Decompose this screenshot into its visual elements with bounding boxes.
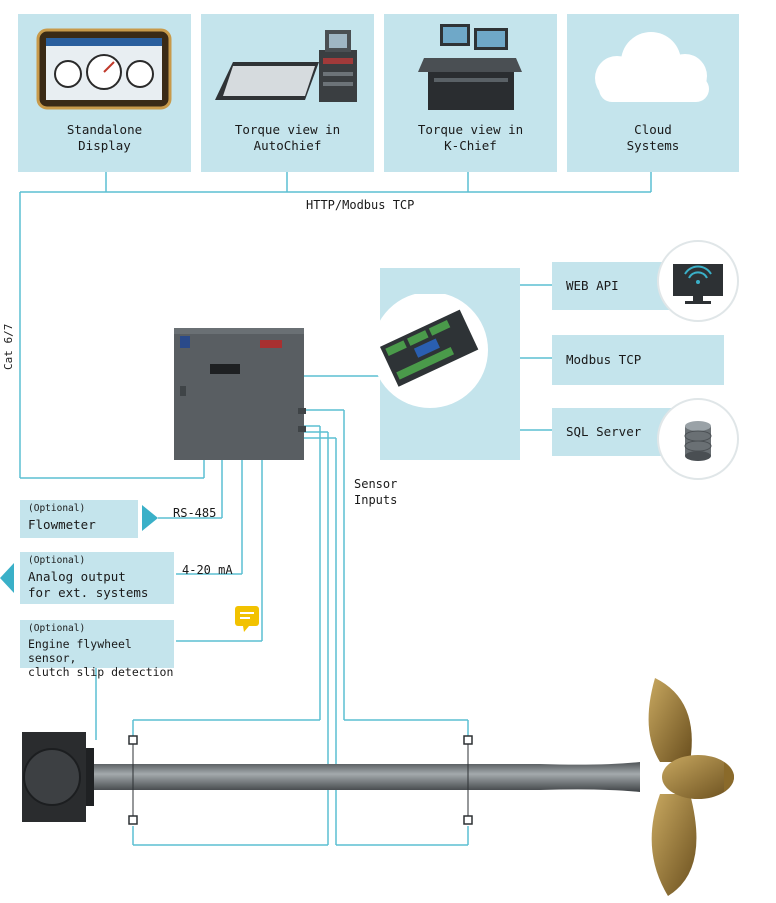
- web-api-label: WEB API: [566, 278, 619, 293]
- propeller-hub: [662, 755, 734, 799]
- propeller-shaft-assembly: [22, 678, 734, 896]
- flywheel-sensor-tag: (Optional): [28, 623, 86, 634]
- cloud-systems-label: Cloud Systems: [626, 122, 680, 153]
- kchief-label: Torque view in K-Chief: [417, 122, 524, 153]
- standalone-display-label: Standalone Display: [66, 122, 143, 153]
- propeller-blade-top: [648, 678, 692, 762]
- cloud-icon: [595, 32, 709, 102]
- flywheel-sensor-label: Engine flywheel sensor, clutch slip dete…: [28, 637, 174, 679]
- flowmeter-tag: (Optional): [28, 503, 86, 514]
- autochief-console-icon: [215, 30, 357, 102]
- controller-module-icon: [372, 294, 488, 408]
- analog-output-tag: (Optional): [28, 555, 86, 566]
- cloud-systems-box: Cloud Systems: [567, 14, 739, 172]
- flywheel-sensor-box: (Optional) Engine flywheel sensor, clutc…: [20, 620, 174, 679]
- shaft: [94, 762, 640, 792]
- autochief-label: Torque view in AutoChief: [234, 122, 341, 153]
- sensor-inputs-label: Sensor Inputs: [354, 477, 398, 507]
- kchief-box: Torque view in K-Chief: [384, 14, 557, 172]
- kchief-console-icon: [418, 24, 522, 110]
- control-cabinet: [174, 328, 306, 460]
- flowmeter-label: Flowmeter: [28, 517, 96, 532]
- database-icon: [657, 398, 739, 480]
- analog-output-label: Analog output for ext. systems: [28, 569, 149, 600]
- propeller-blade-bottom: [651, 794, 697, 896]
- sql-server-label: SQL Server: [566, 424, 642, 439]
- modbus-tcp-box: Modbus TCP: [552, 335, 724, 385]
- http-modbus-label: HTTP/Modbus TCP: [306, 198, 415, 212]
- analog-420-label: 4-20 mA: [182, 563, 233, 577]
- wifi-monitor-icon: [657, 240, 739, 322]
- modbus-tcp-label: Modbus TCP: [566, 352, 642, 367]
- rs485-label: RS-485: [173, 506, 217, 520]
- tablet-gauge-display-icon: [36, 28, 172, 110]
- controller-panel: [372, 268, 520, 460]
- analog-output-box: (Optional) Analog output for ext. system…: [20, 552, 174, 604]
- cat67-label: Cat 6/7: [2, 323, 15, 370]
- note-icon: [235, 606, 259, 632]
- autochief-box: Torque view in AutoChief: [201, 14, 374, 172]
- flowmeter-box: (Optional) Flowmeter: [20, 500, 138, 538]
- standalone-display-box: Standalone Display: [18, 14, 191, 172]
